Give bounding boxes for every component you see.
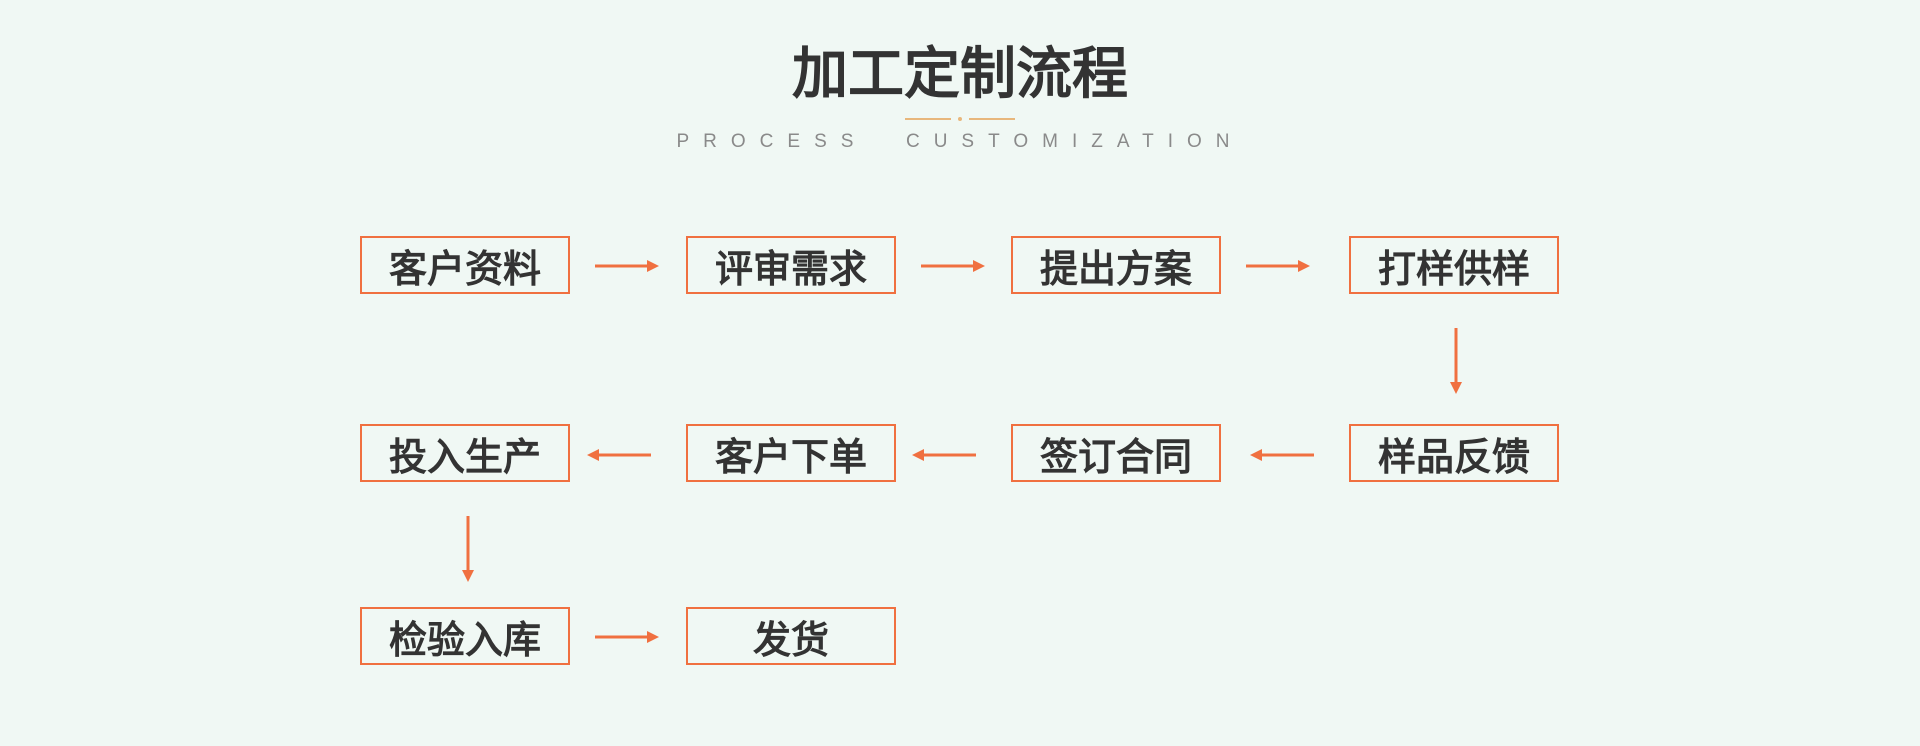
- title-divider: [905, 117, 1015, 121]
- arrow-left-icon: [1250, 447, 1314, 463]
- arrow-right-icon: [921, 258, 985, 274]
- arrow-left-icon: [912, 447, 976, 463]
- step-sample-feedback: 样品反馈: [1349, 424, 1559, 482]
- step-sign-contract: 签订合同: [1011, 424, 1221, 482]
- arrow-right-icon: [595, 629, 659, 645]
- step-shipping: 发货: [686, 607, 896, 665]
- page-title: 加工定制流程: [792, 42, 1128, 107]
- step-inspection-storage: 检验入库: [360, 607, 570, 665]
- step-customer-info: 客户资料: [360, 236, 570, 294]
- page-subtitle: PROCESS CUSTOMIZATION: [676, 131, 1244, 152]
- step-start-production: 投入生产: [360, 424, 570, 482]
- step-customer-order: 客户下单: [686, 424, 896, 482]
- arrow-down-icon: [460, 516, 476, 582]
- arrow-down-icon: [1448, 328, 1464, 394]
- step-propose-plan: 提出方案: [1011, 236, 1221, 294]
- arrow-right-icon: [1246, 258, 1310, 274]
- step-sample-supply: 打样供样: [1349, 236, 1559, 294]
- arrow-right-icon: [595, 258, 659, 274]
- step-review-requirements: 评审需求: [686, 236, 896, 294]
- arrow-left-icon: [587, 447, 651, 463]
